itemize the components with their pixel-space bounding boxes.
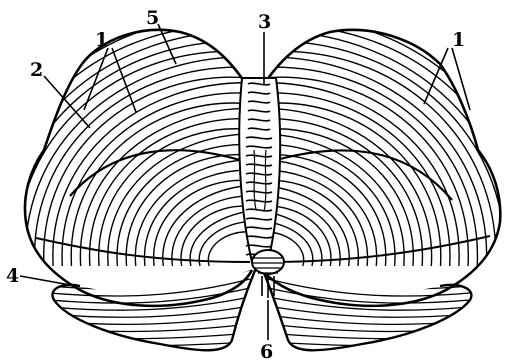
right-hemisphere [262,16,509,266]
right-tonsil [268,270,470,346]
label-6: 6 [260,341,273,363]
right-folium [262,134,404,266]
right-folium [262,103,441,266]
left-hemisphere [0,16,250,266]
left-tonsil-folium [50,333,250,339]
vermis [239,78,280,262]
right-folium [262,144,395,266]
left-tonsil-folium [50,297,250,310]
left-folium [108,134,250,266]
left-folium [117,144,250,266]
left-folium [144,170,250,266]
right-tonsil-folium [268,324,470,331]
label-2: 2 [30,59,43,81]
left-tonsil-folium [50,306,250,317]
right-tonsil-folium [268,297,470,310]
right-folium [262,26,509,266]
label-4: 4 [6,265,19,287]
right-tonsil-folium [268,306,470,317]
left-folium [181,206,250,266]
right-hemisphere-outline [260,30,500,306]
label-3: 3 [258,11,271,33]
label-1-left: 1 [95,29,108,51]
left-hemisphere-outline [25,30,252,306]
label-1-right: 1 [452,29,465,51]
left-tonsil-folium [50,324,250,331]
left-folium [135,160,250,266]
leader-2 [44,76,90,128]
label-5: 5 [146,7,159,29]
right-tonsil-folium [268,333,470,339]
left-folium [71,103,250,266]
right-horizontal-fissure [266,236,490,262]
left-tonsil [50,270,250,346]
